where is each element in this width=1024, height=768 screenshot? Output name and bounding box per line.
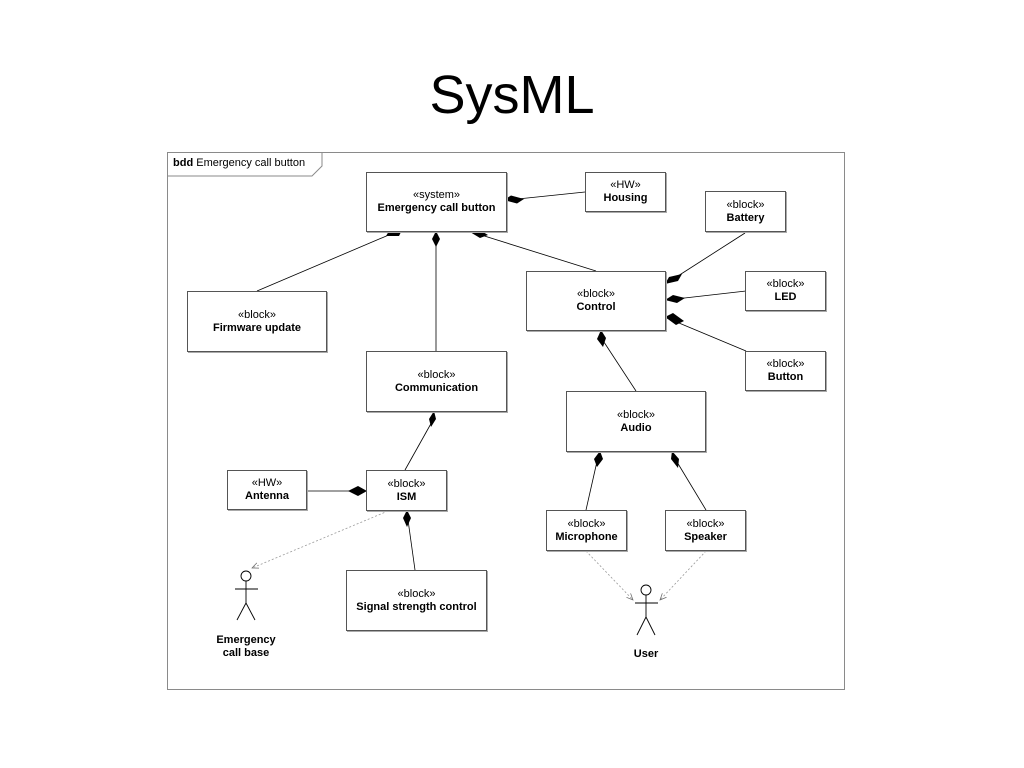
- edge-ism-signal: [407, 519, 416, 571]
- diagram-name: Emergency call button: [196, 157, 306, 169]
- block-stereotype: «block»: [387, 477, 426, 490]
- block-stereotype: «block»: [567, 517, 606, 530]
- dependency-speaker-user: [660, 550, 707, 600]
- frame-label-tab: [167, 152, 323, 177]
- block-audio[interactable]: «block» Audio: [566, 391, 706, 452]
- block-stereotype: «block»: [617, 408, 655, 421]
- composition-diamond: [665, 313, 684, 325]
- composition-diamond: [429, 411, 436, 427]
- block-stereotype: «block»: [238, 308, 276, 321]
- actor-name-line: Emergency: [216, 634, 276, 646]
- composition-diamond: [671, 451, 679, 468]
- block-battery[interactable]: «block» Battery: [705, 191, 786, 232]
- block-button[interactable]: «block» Button: [745, 351, 826, 391]
- dependency-microphone-user: [585, 550, 633, 600]
- block-stereotype: «block»: [726, 198, 765, 211]
- block-name: ISM: [396, 490, 417, 503]
- composition-diamond: [665, 295, 685, 303]
- composition-diamond: [594, 451, 603, 467]
- block-stereotype: «block»: [766, 278, 805, 290]
- block-stereotype: «system»: [412, 189, 461, 201]
- block-speaker[interactable]: «block» Speaker: [665, 510, 746, 551]
- bdd-frame: [167, 152, 845, 690]
- diagram-kind: bdd: [173, 157, 194, 169]
- block-name: Housing: [603, 192, 648, 204]
- block-stereotype: «HW»: [610, 179, 641, 191]
- composition-diamond: [597, 330, 606, 347]
- edge-system-firmware: [256, 233, 392, 292]
- block-name: Antenna: [245, 490, 289, 502]
- block-stereotype: «HW»: [251, 477, 283, 489]
- frame-label: bdd Emergency call button: [173, 157, 305, 170]
- composition-diamond: [665, 274, 682, 284]
- edge-control-audio: [599, 335, 637, 392]
- composition-diamond: [403, 510, 411, 527]
- composition-diamond: [432, 231, 440, 247]
- block-name: LED: [774, 291, 797, 303]
- stick-figure-icon: [235, 570, 258, 621]
- block-name: Control: [576, 301, 616, 313]
- block-emergency-call-button[interactable]: «system» Emergency call button: [366, 172, 507, 232]
- edge-control-button: [666, 317, 747, 352]
- block-control[interactable]: «block» Control: [526, 271, 666, 331]
- edge-audio-microphone: [585, 456, 599, 511]
- block-ism[interactable]: «block» ISM: [366, 470, 447, 511]
- block-stereotype: «block»: [766, 358, 805, 370]
- block-housing[interactable]: «HW» Housing: [585, 172, 666, 212]
- block-microphone[interactable]: «block» Microphone: [546, 510, 627, 551]
- block-name: Battery: [726, 211, 765, 224]
- actor-label-user: User: [633, 648, 659, 660]
- composition-diamond: [504, 195, 524, 204]
- block-name: Signal strength control: [356, 600, 477, 613]
- block-antenna[interactable]: «HW» Antenna: [227, 470, 307, 510]
- block-name: Emergency call button: [377, 202, 496, 214]
- edge-system-control: [477, 233, 597, 272]
- composition-diamond: [348, 486, 367, 496]
- dependency-ism-base: [252, 510, 389, 568]
- block-stereotype: «block»: [686, 517, 725, 530]
- stick-figure-icon: [635, 584, 658, 636]
- block-name: Button: [767, 371, 804, 383]
- block-signal-strength-control[interactable]: «block» Signal strength control: [346, 570, 487, 631]
- block-stereotype: «block»: [577, 288, 615, 300]
- actor-label-emergency-call-base: Emergency call base: [196, 634, 296, 660]
- block-stereotype: «block»: [417, 368, 456, 381]
- actor-name-line: call base: [222, 647, 270, 659]
- block-name: Audio: [620, 421, 652, 434]
- block-firmware-update[interactable]: «block» Firmware update: [187, 291, 327, 352]
- block-name: Speaker: [684, 530, 727, 543]
- block-stereotype: «block»: [397, 587, 436, 600]
- block-led[interactable]: «block» LED: [745, 271, 826, 311]
- block-name: Microphone: [555, 530, 618, 543]
- block-name: Communication: [394, 381, 479, 394]
- edge-communication-ism: [404, 419, 434, 471]
- edge-audio-speaker: [673, 456, 707, 511]
- block-communication[interactable]: «block» Communication: [366, 351, 507, 412]
- slide-title: SysML: [429, 65, 595, 125]
- block-name: Firmware update: [212, 321, 302, 334]
